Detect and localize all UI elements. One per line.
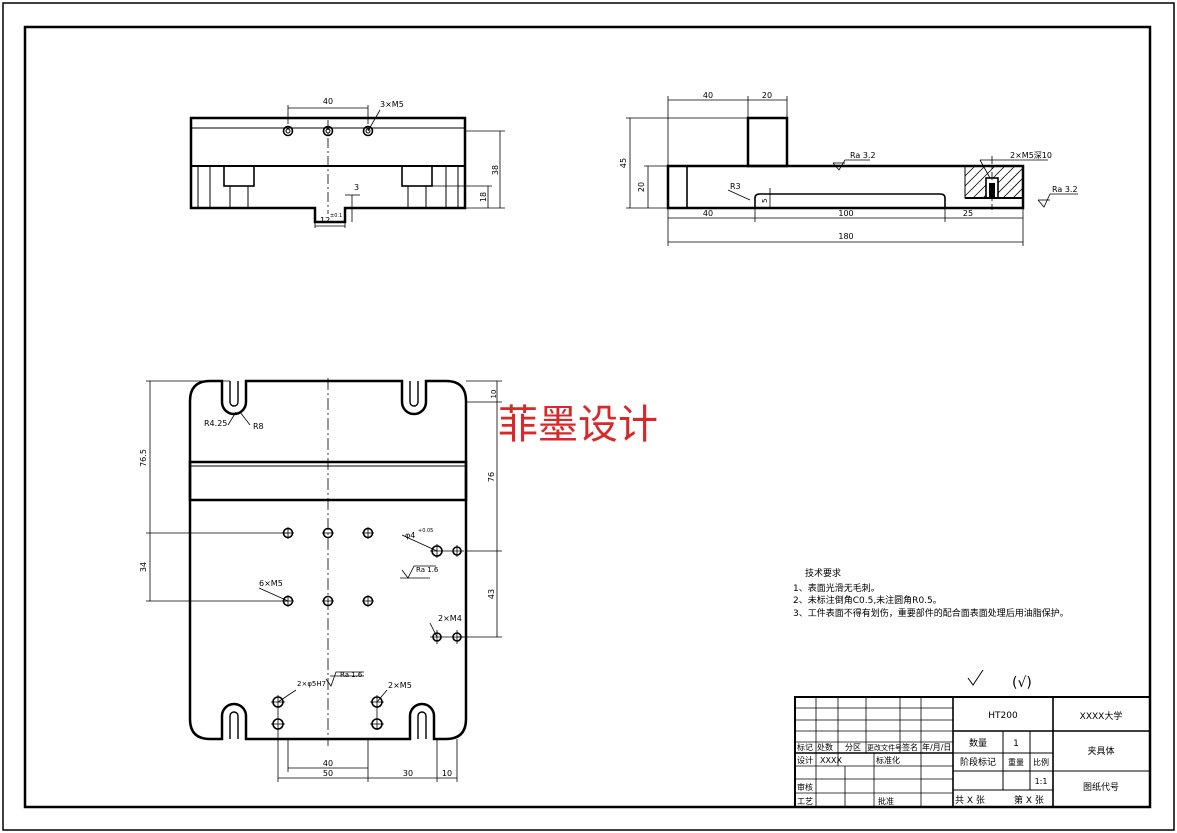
side-roughness-right: Ra 3.2: [1052, 185, 1078, 194]
tb-sheet-number: 第 X 张: [1014, 794, 1044, 806]
side-dim-45: 45: [619, 158, 628, 168]
sheet-inner-border: [23, 25, 1152, 809]
side-dim-40-top: 40: [703, 91, 713, 100]
front-holes-note: 3×M5: [380, 100, 404, 109]
side-thread-note: 2×M5深10: [1010, 151, 1052, 160]
tb-process-label: 工艺: [797, 797, 813, 806]
tb-header-date: 年/月/日: [922, 742, 951, 752]
tb-standard-label: 标准化: [876, 755, 900, 765]
tb-design-label: 设计: [797, 755, 813, 765]
plan-two-m5: 2×M5: [388, 681, 412, 690]
tb-design-value: XXXX: [820, 756, 842, 765]
side-dim-40-bottom: 40: [703, 209, 713, 218]
side-dim-20-left: 20: [637, 182, 646, 192]
tb-header-sign: 签名: [902, 742, 918, 752]
tb-stage-label: 阶段标记: [960, 756, 996, 768]
plan-roughness-1: Ra 1.6: [416, 566, 439, 574]
plan-dim-76-5: 76.5: [139, 449, 148, 467]
plan-radius-r425: R4.25: [204, 419, 227, 428]
tb-scale-value: 1:1: [1035, 777, 1048, 786]
tb-weight-label: 重量: [1008, 757, 1024, 767]
tech-req-title: 技术要求: [805, 567, 841, 579]
roughness-check-icon: [967, 669, 984, 686]
plan-roughness-2: Ra 1.6: [340, 671, 363, 679]
plan-dim-10: 10: [490, 390, 498, 399]
plan-dim-43: 43: [487, 589, 496, 599]
tb-header-count: 处数: [817, 742, 833, 752]
plan-two-phi5: 2×φ5H7: [297, 680, 326, 688]
tb-approve-label: 批准: [878, 796, 894, 806]
side-view: [626, 96, 1078, 246]
front-slot-tolerance: ±0.1: [330, 213, 342, 219]
tb-header-mark: 标记: [797, 742, 813, 752]
tb-qty-value: 1: [1013, 739, 1019, 749]
tech-req-item-1: 1、表面光滑无毛刺。: [793, 582, 880, 594]
side-dim-25: 25: [963, 209, 973, 218]
front-dim-40: 40: [323, 97, 333, 106]
tb-review-label: 审核: [797, 782, 813, 792]
front-view: [189, 105, 505, 228]
plan-radius-r8: R8: [253, 422, 264, 431]
plan-phi4: φ4: [405, 531, 415, 540]
tb-drawing-number: 图纸代号: [1083, 781, 1119, 793]
tb-scale-label: 比例: [1033, 757, 1049, 767]
tb-total-sheets: 共 X 张: [955, 795, 985, 806]
side-radius-r3: R3: [730, 182, 741, 191]
front-dim-3: 3: [354, 183, 359, 192]
tb-school: XXXX大学: [1080, 710, 1123, 722]
watermark-text: 菲墨设计: [498, 402, 658, 448]
plan-view: [146, 378, 502, 782]
tb-part-name: 夹具体: [1087, 745, 1114, 757]
plan-dim-10b: 10: [442, 769, 452, 778]
plan-dim-50: 50: [323, 769, 333, 778]
plan-dim-40: 40: [323, 759, 333, 768]
side-dim-5: 5: [761, 199, 769, 203]
tb-material: HT200: [988, 711, 1018, 721]
plan-dim-76: 76: [487, 472, 496, 482]
plan-two-m4: 2×M4: [438, 614, 462, 623]
side-dim-20-top: 20: [762, 91, 772, 100]
tech-req-item-2: 2、未标注倒角C0.5,未注圆角R0.5。: [793, 594, 942, 606]
tb-header-docno: 更改文件号: [867, 743, 902, 752]
plan-phi4-tolerance: +0.05: [418, 528, 433, 534]
tb-header-zone: 分区: [845, 743, 861, 752]
roughness-symbol: (√): [1012, 675, 1032, 691]
plan-six-m5: 6×M5: [259, 579, 283, 588]
tech-req-item-3: 3、工件表面不得有划伤，重要部件的配合面表面处理后用油脂保护。: [793, 607, 1069, 619]
title-block: [794, 696, 1151, 808]
tb-qty-label: 数量: [969, 737, 987, 749]
front-dim-38: 38: [491, 165, 500, 175]
side-roughness-top: Ra 3.2: [850, 151, 876, 160]
front-dim-18: 18: [479, 192, 488, 202]
plan-dim-30: 30: [403, 769, 413, 778]
front-slot-width: 12: [320, 216, 330, 225]
side-dim-180: 180: [838, 232, 853, 241]
side-dim-100: 100: [838, 209, 853, 218]
plan-dim-34: 34: [139, 562, 148, 572]
